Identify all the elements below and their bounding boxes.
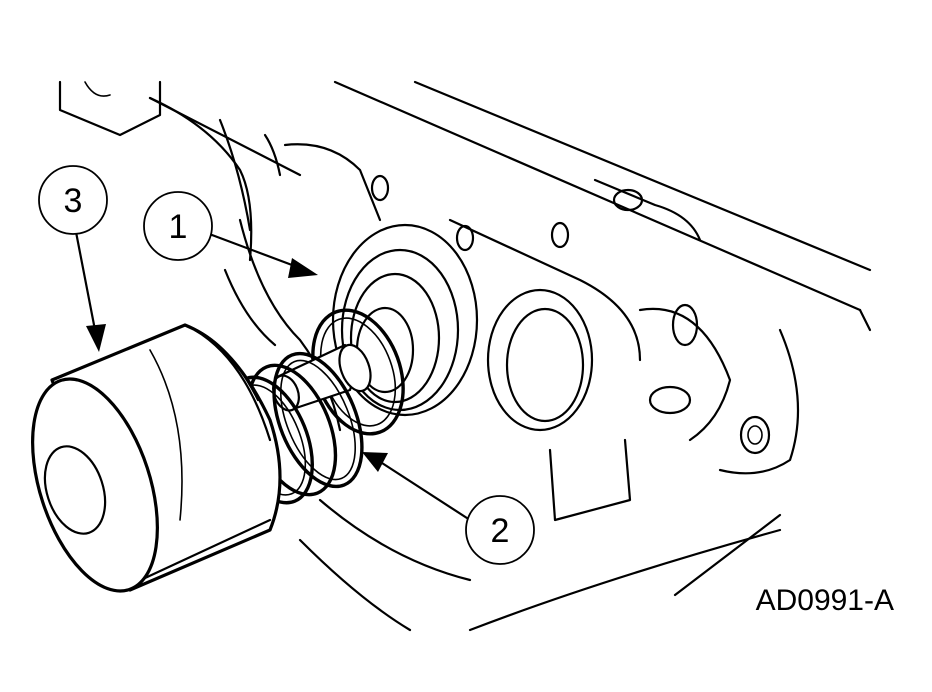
bolt-hole: [671, 303, 699, 347]
bolt-hole: [455, 224, 475, 252]
bolt-hole: [612, 188, 644, 212]
arrow-head-2: [362, 452, 388, 472]
leader-line-3: [74, 230, 97, 332]
callout-number-1: 1: [169, 208, 188, 246]
leader-line-1: [210, 233, 302, 270]
callout-3: 3: [38, 165, 108, 235]
leader-line-2: [380, 461, 472, 522]
callout-leaders: [74, 230, 472, 522]
bolt-hole: [370, 174, 390, 202]
arrow-head-3: [86, 324, 106, 352]
bolt-hole: [550, 221, 570, 249]
callout-number-2: 2: [491, 512, 510, 550]
case-bolt-holes: [370, 174, 771, 455]
bolt-hole: [747, 425, 763, 445]
servo-piston: [31, 323, 282, 593]
bolt-hole: [648, 385, 692, 415]
piston-rod: [272, 343, 372, 412]
callout-2: 2: [465, 495, 535, 565]
bolt-hole: [739, 415, 771, 455]
callout-1: 1: [143, 191, 213, 261]
callout-number-3: 3: [64, 182, 83, 220]
transmission-case: [58, 80, 872, 632]
arrow-head-1: [288, 258, 318, 278]
figure-id-label: AD0991-A: [755, 584, 894, 617]
adjacent-bore: [486, 288, 594, 432]
